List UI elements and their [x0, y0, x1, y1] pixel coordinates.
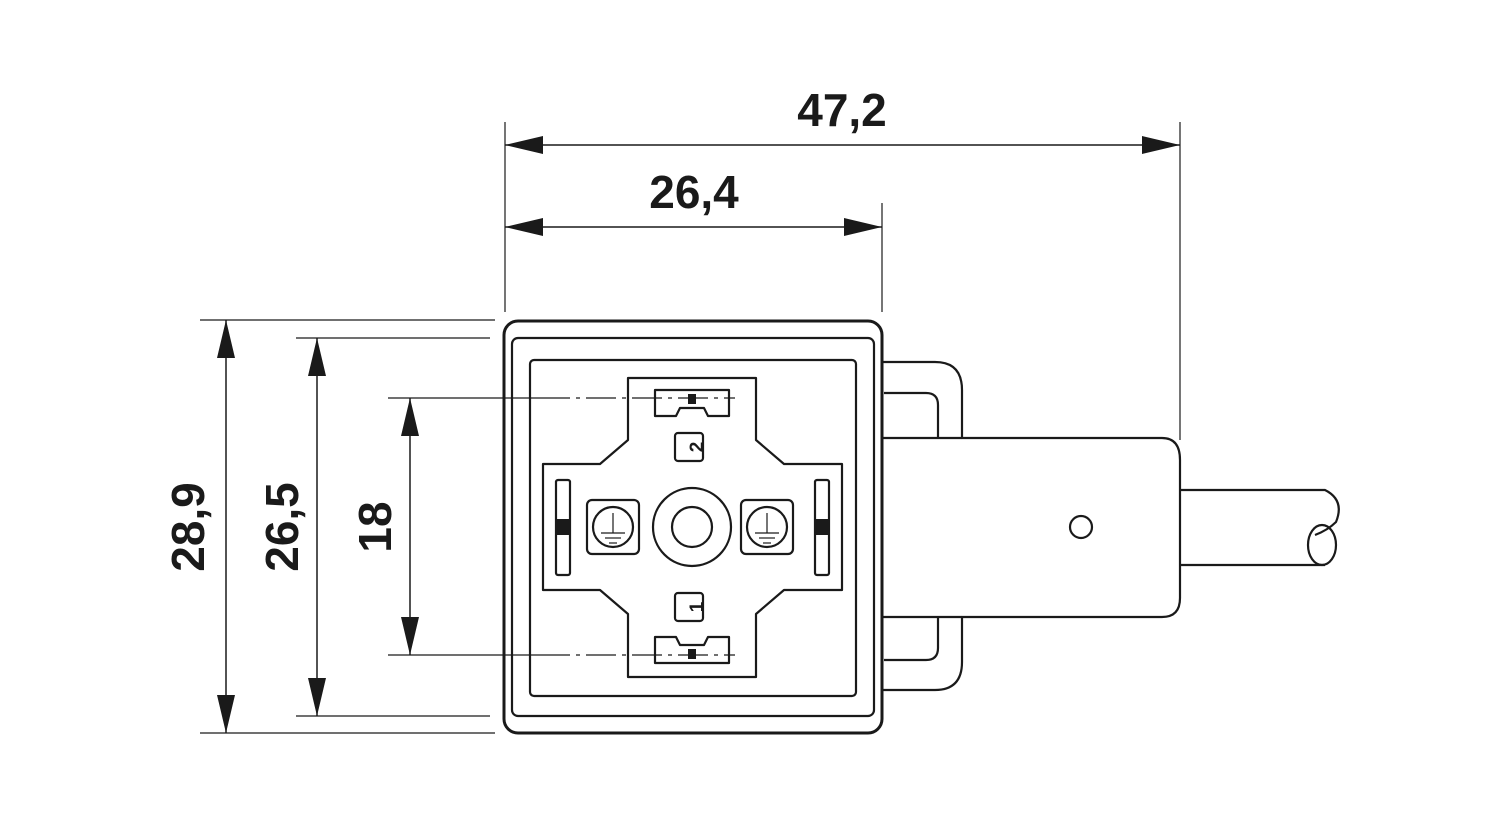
left-coding-key	[554, 478, 572, 577]
bottom-contact-slot	[653, 635, 731, 665]
pin-spacing-label: 18	[349, 501, 401, 552]
right-ground-contact	[739, 498, 795, 556]
ground-icon	[601, 513, 625, 544]
left-ground-contact	[585, 498, 641, 556]
cable	[1180, 488, 1340, 567]
pin-center-lines	[540, 397, 735, 656]
ground-icon	[755, 513, 779, 544]
top-contact-slot	[653, 388, 731, 418]
dimension-housing-height: 26,5	[256, 337, 490, 717]
center-contact	[651, 486, 733, 568]
overall-height-label: 28,9	[162, 482, 214, 572]
contact-insert: 2 1	[541, 376, 844, 679]
right-coding-key	[813, 478, 831, 577]
screw-hole-icon	[1068, 514, 1094, 540]
dimension-pin-spacing: 18	[349, 397, 540, 656]
housing-width-label: 26,4	[649, 166, 739, 218]
dimension-overall-length: 47,2	[504, 84, 1181, 440]
pin-2-label-box: 2	[673, 431, 708, 463]
pin-2-label: 2	[687, 442, 708, 453]
pin-1-label: 1	[687, 601, 708, 612]
connector-housing	[502, 319, 884, 735]
cable-gland	[882, 360, 1182, 692]
dimension-overall-height: 28,9	[162, 319, 495, 734]
housing-height-label: 26,5	[256, 482, 308, 572]
dimension-housing-width: 26,4	[505, 166, 883, 312]
pin-1-label-box: 1	[673, 591, 708, 623]
overall-length-label: 47,2	[797, 84, 887, 136]
